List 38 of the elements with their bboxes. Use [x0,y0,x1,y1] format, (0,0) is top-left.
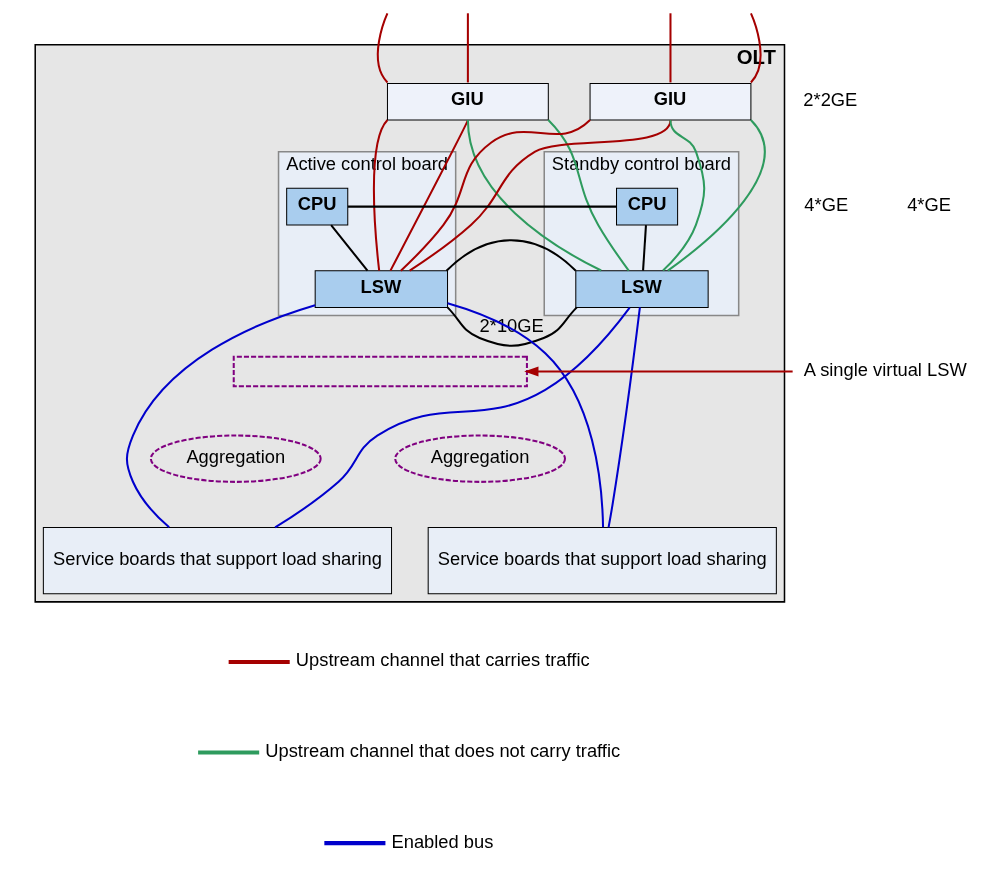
node-box: GIU [386,82,549,121]
node-ellipse: Aggregation [149,434,322,483]
connector [668,13,671,83]
node-box: LSW [314,270,448,308]
label: 4*GE [906,194,951,216]
legend-label: Upstream channel that carries traffic [295,649,590,671]
connector [274,307,630,529]
node-box: CPU [615,187,678,226]
connector [347,205,616,208]
connector [329,224,368,272]
legend-label: Upstream channel that does not carry traffic [264,740,620,762]
connector [399,119,591,272]
connector [466,13,469,83]
label: 2*2GE [802,89,857,111]
connector [666,119,765,272]
node-box [232,355,528,388]
connector [125,304,315,529]
connector [547,119,630,272]
node-box: GIU [589,82,751,121]
connector [389,119,469,272]
arrow [523,366,793,377]
connector [376,12,388,84]
node-box: LSW [574,270,709,308]
connector [372,119,388,271]
connector [607,307,641,528]
node-box: Service boards that support load sharing [42,527,392,595]
connector [661,120,705,272]
node-ellipse: Aggregation [393,434,566,483]
node-box: CPU [285,187,348,226]
legend-label: Enabled bus [391,830,493,852]
connector [445,239,576,272]
node-box: Service boards that support load sharing [427,527,777,595]
label: 4*GE [803,194,848,216]
connector [408,119,671,272]
node-text: A single virtual LSW [803,359,967,381]
connector [641,225,647,271]
connector [466,120,602,272]
connector [446,302,604,528]
